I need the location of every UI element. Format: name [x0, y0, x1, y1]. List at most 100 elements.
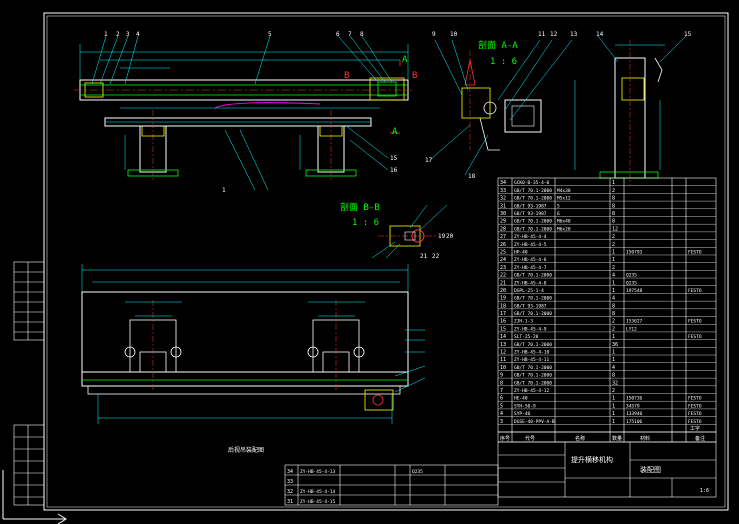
bom-cell-code: GB/T 70.1-2000: [514, 380, 552, 386]
bom-cell-code: GB/T 70.1-2000: [514, 219, 552, 225]
bom-header-qty: 数量: [612, 435, 622, 442]
title-block-name: 提升横移机构: [571, 455, 613, 464]
balloon-number: 17: [425, 157, 433, 164]
bom-cell-code: DGPL-25-1-4: [514, 288, 544, 294]
bom-cell-no: 5: [500, 403, 503, 409]
bom-cell-qty: 1: [612, 257, 615, 263]
bom-cell-qty: 8: [612, 303, 615, 309]
bom-cell-qty: 1: [612, 180, 615, 186]
bom-cell-code: GB/T 70.1-2000: [514, 196, 552, 202]
bom-cell-material: LY12: [626, 326, 637, 332]
bom-cell-name: M4x30: [557, 188, 571, 194]
bom-cell-remark: FESTO: [688, 403, 702, 409]
balloon-number: 1: [104, 31, 108, 38]
bom-cell-no: 29: [500, 219, 506, 225]
bom-cell-material: Q235: [626, 280, 637, 286]
bom-cell-no: 31: [500, 203, 506, 209]
bom-cell-remark: FESTO: [688, 334, 702, 340]
bom-cell-code: GB/T 70.1-2000: [514, 226, 552, 232]
balloon-number: 21: [420, 253, 428, 260]
plan-view: [81, 264, 426, 424]
bom-cell-name: M6x20: [557, 226, 571, 232]
bom-cell-no: 32: [500, 196, 506, 202]
bom-cell-qty: 1: [612, 403, 615, 409]
bom-cell-material: 153627: [626, 319, 643, 325]
bom-cell-no: 17: [500, 311, 506, 317]
bom-cell-no: 21: [500, 280, 506, 286]
balloon-number: 16: [390, 167, 398, 174]
bom-cell-qty: 1: [612, 419, 615, 425]
bom-cell-qty: 32: [612, 380, 618, 386]
bom-cell-no: 24: [500, 257, 506, 263]
sheet-border: [43, 12, 729, 511]
bom-cell-no: 34: [500, 180, 506, 186]
bom-cell-qty: 4: [612, 296, 615, 302]
bom-cell-remark: FESTO: [688, 419, 702, 425]
balloon-number: 18: [468, 173, 476, 180]
bom-cell-code: ZY-HB-45-4-10: [514, 350, 550, 356]
bom-cell-qty: 2: [612, 265, 615, 271]
lower-cell-code: ZY-HB-45-4-14: [300, 489, 336, 495]
bom-cell-no: 23: [500, 265, 506, 271]
bom-cell-code: HP-40: [514, 249, 528, 255]
bom-cell-qty: 2: [612, 326, 615, 332]
bom-cell-no: 9: [500, 373, 503, 379]
bom-cell-material: 175106: [626, 419, 643, 425]
bom-cell-qty: 1: [612, 280, 615, 286]
section-marker-b-top: B: [412, 71, 417, 81]
balloon-number: 20: [446, 233, 454, 240]
bom-cell-no: 28: [500, 226, 506, 232]
bom-header-name: 名称: [575, 435, 585, 442]
section-marker-a-bottom: A: [392, 127, 398, 137]
bom-cell-remark: FESTO: [688, 288, 702, 294]
bom-cell-qty: 4: [612, 365, 615, 371]
balloon-number: 8: [360, 31, 364, 38]
section-aa-scale: 1 : 6: [490, 57, 517, 67]
bom-cell-code: GB/T 70.1-2000: [514, 365, 552, 371]
bom-cell-qty: 8: [612, 311, 615, 317]
balloon-number: 7: [348, 31, 352, 38]
bom-cell-code: GB/T 93-1987: [514, 211, 547, 217]
balloon-number: 11: [538, 31, 546, 38]
bom-cell-qty: 1: [612, 350, 615, 356]
bom-cell-qty: 1: [612, 334, 615, 340]
bom-cell-qty: 2: [612, 188, 615, 194]
section-bb-view: [371, 204, 448, 259]
title-block: [497, 441, 717, 498]
bom-cell-code: GB/T 70.1-2000: [514, 273, 552, 279]
bom-cell-code: GB/T 70.1-2000: [514, 373, 552, 379]
bom-cell-no: 10: [500, 365, 506, 371]
bom-cell-no: 12: [500, 350, 506, 356]
bom-cell-code: DGSE-40-PPV-A-B: [514, 419, 555, 425]
bom-cell-no: 22: [500, 273, 506, 279]
lower-cell-code: ZY-HB-45-4-15: [300, 499, 336, 505]
bom-cell-code: ZY-HB-45-4-9: [514, 326, 547, 332]
bom-table-grid: [497, 177, 717, 443]
balloon-number: 10: [450, 31, 458, 38]
bom-header-no: 序号: [500, 435, 510, 442]
bom-cell-code: ZY-HB-45-4-11: [514, 357, 550, 363]
section-aa-view: [429, 39, 573, 176]
bom-cell-code: HE-40: [514, 396, 528, 402]
title-block-unit: 工字: [690, 425, 700, 432]
section-bb-scale: 1 : 6: [352, 218, 379, 228]
bom-cell-name: M5x12: [557, 196, 571, 202]
lower-cell-no: 32: [287, 489, 293, 495]
bom-cell-qty: 1: [612, 249, 615, 255]
balloon-number: 13: [570, 31, 578, 38]
bom-cell-qty: 1: [612, 396, 615, 402]
bom-cell-remark: FESTO: [688, 319, 702, 325]
lower-cell-no: 34: [287, 469, 293, 475]
bom-cell-no: 33: [500, 188, 506, 194]
title-block-scale: 1:6: [700, 488, 709, 494]
bom-cell-code: ZY-HB-45-4-6: [514, 257, 547, 263]
balloon-number: 5: [268, 31, 272, 38]
bom-cell-code: GCK0-B-35-4-0: [514, 180, 550, 186]
lower-list-grid: [284, 464, 499, 506]
bom-cell-qty: 2: [612, 319, 615, 325]
balloon-number: 9: [432, 31, 436, 38]
